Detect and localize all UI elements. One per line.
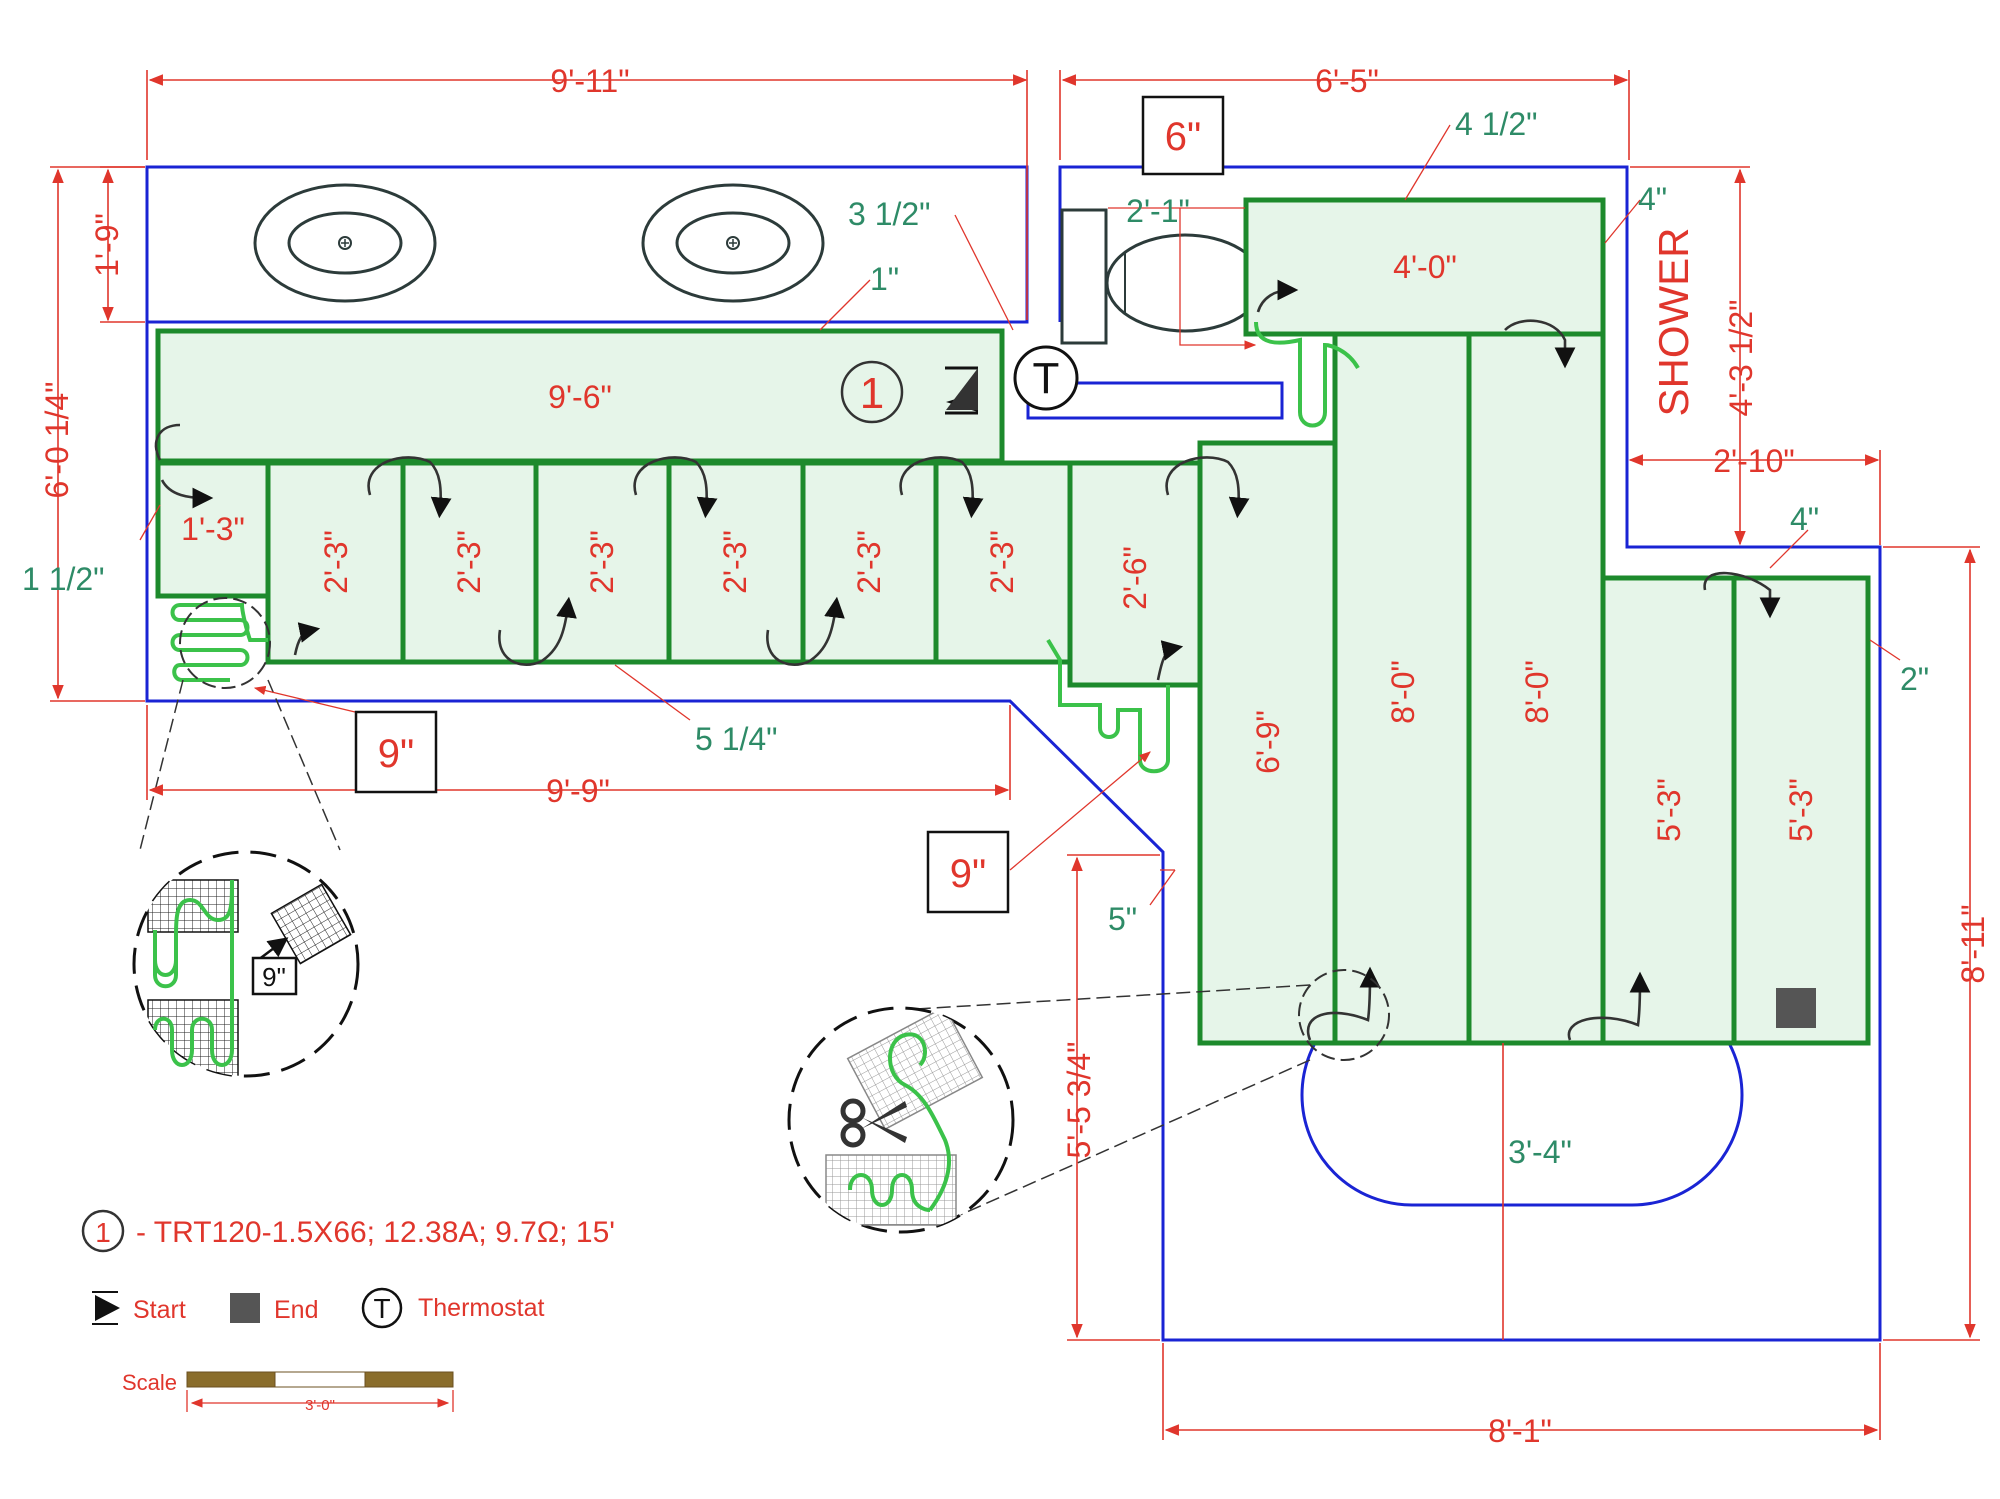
dim-left-height: 6'-0 1/4" xyxy=(39,381,75,498)
mat-l-label: 5'-3" xyxy=(1783,778,1819,842)
mat-i xyxy=(1332,331,1472,1046)
offset-three-half: 3 1/2" xyxy=(848,196,931,232)
legend-scale: Scale xyxy=(122,1370,177,1395)
legend-scale-value: 3'-0" xyxy=(305,1397,335,1414)
sink-icon xyxy=(641,183,825,303)
offset-four-mid: 4" xyxy=(1790,501,1819,537)
mat-e-label: 2'-3" xyxy=(851,530,887,594)
offset-one: 1" xyxy=(870,261,899,297)
mat-j-label: 8'-0" xyxy=(1519,660,1555,724)
mat-k-label: 5'-3" xyxy=(1651,778,1687,842)
room-outline xyxy=(145,165,1882,1342)
detail-splice-left: 9" xyxy=(132,850,360,1078)
legend: 1 - TRT120-1.5X66; 12.38A; 9.7Ω; 15' Sta… xyxy=(81,1209,615,1414)
dim-top-left: 9'-11" xyxy=(550,63,629,99)
callout-nine-b-label: 9" xyxy=(950,852,986,896)
mat-b-label: 2'-3" xyxy=(451,530,487,594)
splice-circle xyxy=(179,597,271,689)
legend-start: Start xyxy=(133,1296,186,1324)
mat-toilet-label: 4'-0" xyxy=(1393,249,1457,285)
sink-icon xyxy=(253,183,437,303)
dim-shower-step: 2'-10" xyxy=(1713,443,1795,479)
leader-lines xyxy=(139,124,1901,906)
mat-i-label: 8'-0" xyxy=(1385,660,1421,724)
callout-nine-a xyxy=(354,710,438,794)
mat-h-label: 6'-9" xyxy=(1250,710,1286,774)
mat-d-label: 2'-3" xyxy=(717,530,753,594)
mat-a-label: 2'-3" xyxy=(318,530,354,594)
mat-top xyxy=(155,328,1005,464)
legend-end: End xyxy=(274,1296,318,1324)
thermostat-icon xyxy=(361,1287,403,1329)
offset-four-half: 4 1/2" xyxy=(1455,106,1538,142)
legend-spec: - TRT120-1.5X66; 12.38A; 9.7Ω; 15' xyxy=(136,1216,615,1249)
legend-circuit-number: 1 xyxy=(95,1217,111,1248)
callout-nine-a-label: 9" xyxy=(378,732,414,776)
detail-cut-right xyxy=(787,1006,1015,1234)
callout-nine-b xyxy=(926,830,1010,914)
mat-small-label: 1'-3" xyxy=(181,511,245,547)
room-shower-label: SHOWER xyxy=(1650,228,1697,417)
heating-mats xyxy=(155,197,1871,1046)
start-triangle-icon xyxy=(95,1295,120,1321)
legend-thermostat-symbol: T xyxy=(373,1293,390,1324)
mat-f-label: 2'-3" xyxy=(984,530,1020,594)
circuit-number: 1 xyxy=(860,369,884,418)
dim-lower-left: 9'-9" xyxy=(546,773,610,809)
end-square-icon xyxy=(1776,988,1816,1028)
dim-tub-center: 3'-4" xyxy=(1508,1134,1572,1170)
dimension-lines xyxy=(50,70,1980,1440)
dim-top-right: 6'-5" xyxy=(1315,63,1379,99)
dim-right-height: 8'-11" xyxy=(1955,904,1991,983)
scissors-icon xyxy=(840,1098,907,1148)
offset-two: 2" xyxy=(1900,661,1929,697)
dim-toilet-offset: 2'-1" xyxy=(1126,193,1190,229)
callout-six-label: 6" xyxy=(1165,115,1201,159)
callout-six xyxy=(1141,95,1225,176)
mat-l xyxy=(1731,575,1871,1046)
dim-vanity-depth: 1'-9" xyxy=(89,213,125,277)
end-square-icon xyxy=(230,1293,260,1323)
dim-shower-height: 4'-3 1/2" xyxy=(1723,299,1759,416)
thermostat-icon: T xyxy=(1013,345,1079,411)
offset-five: 5" xyxy=(1108,901,1137,937)
dim-bottom: 8'-1" xyxy=(1488,1413,1552,1449)
vanity-counter xyxy=(145,165,1029,324)
cable-runs xyxy=(170,321,1360,774)
thermostat-symbol: T xyxy=(1033,354,1060,403)
dim-lower-height: 5'-5 3/4" xyxy=(1061,1041,1097,1158)
toilet-icon xyxy=(1060,208,1265,345)
turn-arrows xyxy=(154,279,1781,1041)
start-triangle-icon xyxy=(945,366,978,415)
legend-thermostat: Thermostat xyxy=(418,1294,544,1322)
detail-nine-label: 9" xyxy=(262,962,286,992)
circuit-marker xyxy=(840,360,904,424)
offset-one-half: 1 1/2" xyxy=(22,561,105,597)
mat-small xyxy=(155,460,271,599)
offset-five-quarter: 5 1/4" xyxy=(695,721,778,757)
mat-top-label: 9'-6" xyxy=(548,379,612,415)
mat-toilet xyxy=(1243,197,1606,337)
mat-c-label: 2'-3" xyxy=(584,530,620,594)
splice-circle xyxy=(1298,969,1390,1061)
mat-g-label: 2'-6" xyxy=(1117,546,1153,610)
offset-four-top: 4" xyxy=(1638,181,1667,217)
